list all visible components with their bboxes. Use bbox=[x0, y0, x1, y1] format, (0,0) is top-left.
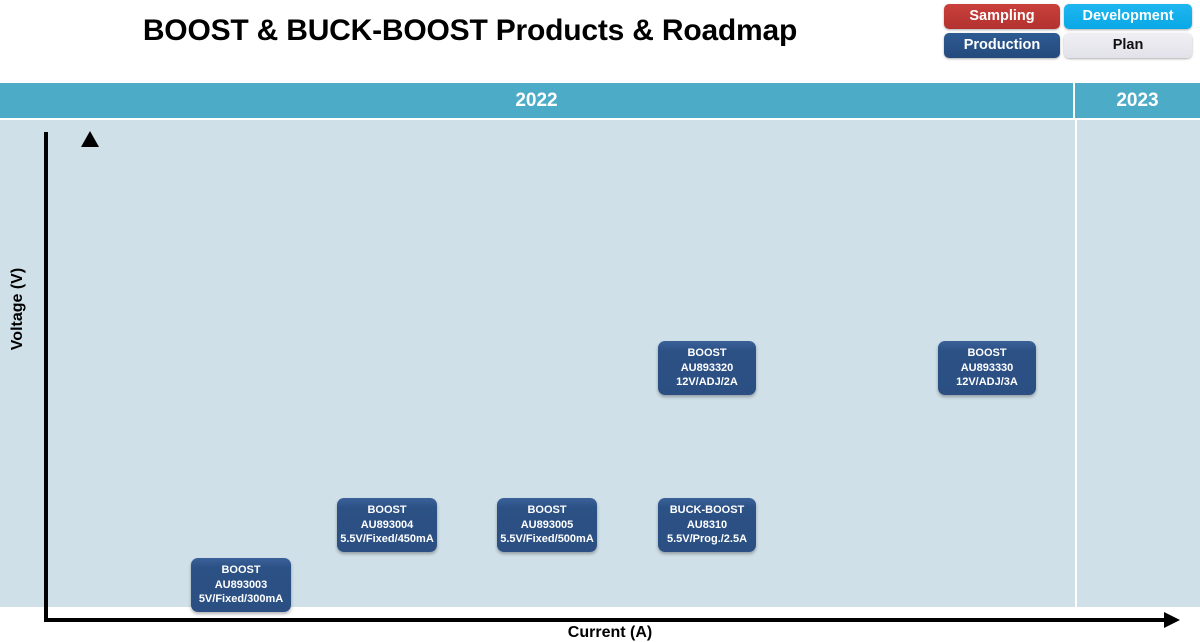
x-axis-arrow-icon bbox=[1164, 612, 1180, 628]
product-node-part-number: AU893330 bbox=[960, 361, 1014, 374]
legend-badge-plan[interactable]: Plan bbox=[1064, 33, 1192, 58]
product-node-spec: 5.5V/Fixed/500mA bbox=[500, 533, 594, 546]
title-bar: BOOST & BUCK-BOOST Products & Roadmap Sa… bbox=[0, 0, 1200, 83]
product-node-spec: 5.5V/Prog./2.5A bbox=[666, 533, 748, 546]
product-node-type: BUCK-BOOST bbox=[669, 504, 745, 517]
product-node-part-number: AU893003 bbox=[214, 578, 268, 591]
product-node-part-number: AU893005 bbox=[520, 518, 574, 531]
x-axis-label: Current (A) bbox=[567, 624, 653, 641]
y-axis-label: Voltage (V) bbox=[9, 267, 26, 351]
timeline-column-2023: 2023 bbox=[1116, 89, 1159, 111]
product-node-type: BOOST bbox=[221, 564, 261, 577]
timeline-column-divider bbox=[1075, 120, 1077, 607]
timeline-header: 2022 2023 bbox=[0, 83, 1200, 118]
legend-badge-sampling[interactable]: Sampling bbox=[944, 4, 1060, 29]
product-node-type: BOOST bbox=[367, 504, 407, 517]
legend: Sampling Development Production Plan bbox=[944, 4, 1196, 58]
product-node-spec: 12V/ADJ/2A bbox=[676, 376, 738, 389]
y-axis-line bbox=[44, 131, 99, 622]
product-node-type: BOOST bbox=[527, 504, 567, 517]
legend-badge-development[interactable]: Development bbox=[1064, 4, 1192, 29]
product-node-type: BOOST bbox=[967, 347, 1007, 360]
y-axis-arrow-icon bbox=[81, 131, 99, 147]
product-node-spec: 5.5V/Fixed/450mA bbox=[340, 533, 434, 546]
product-node-part-number: AU893004 bbox=[360, 518, 414, 531]
product-node-type: BOOST bbox=[687, 347, 727, 360]
product-node-part-number: AU893320 bbox=[680, 361, 734, 374]
page-title: BOOST & BUCK-BOOST Products & Roadmap bbox=[142, 14, 798, 47]
product-node-part-number: AU8310 bbox=[686, 518, 728, 531]
timeline-column-2022: 2022 bbox=[0, 83, 1075, 118]
product-node-spec: 5V/Fixed/300mA bbox=[198, 593, 284, 606]
product-node-spec: 12V/ADJ/3A bbox=[956, 376, 1018, 389]
legend-badge-production[interactable]: Production bbox=[944, 33, 1060, 58]
